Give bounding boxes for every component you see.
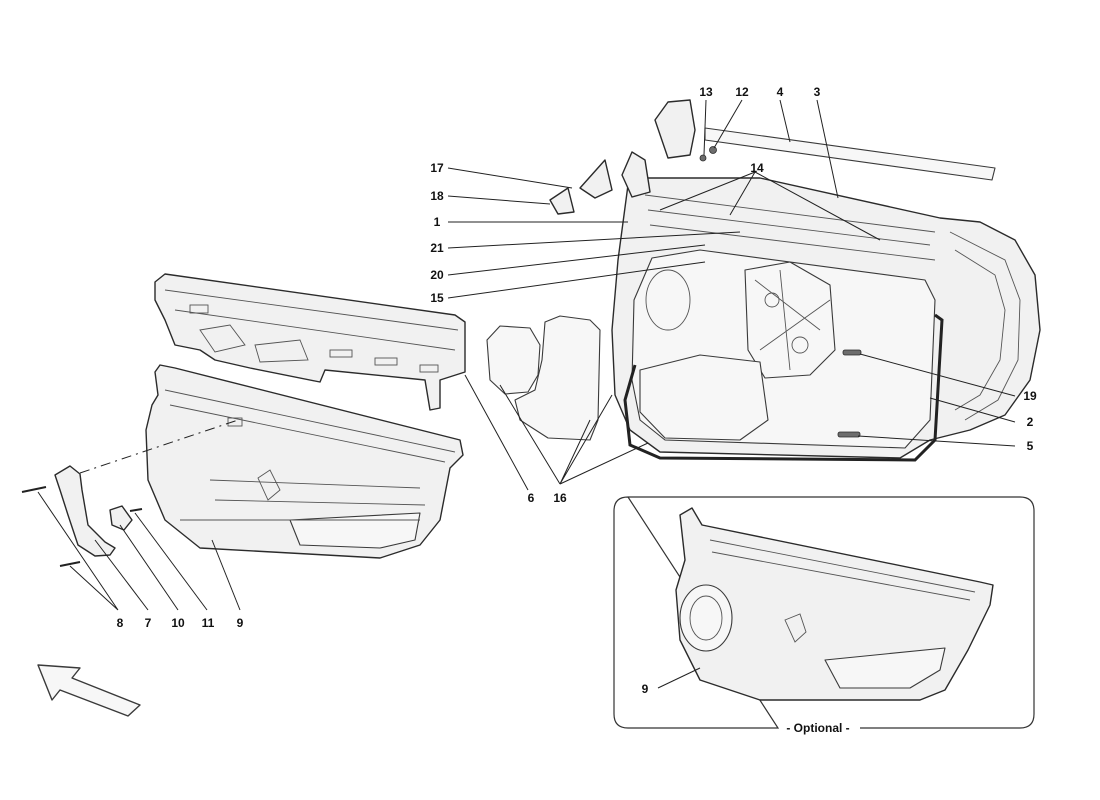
callout-5: 5 [1027,439,1034,453]
callout-13: 13 [699,85,713,99]
callout-1: 1 [434,215,441,229]
inner-door-panel [145,364,464,559]
mirror-trim-parts [549,159,613,215]
callout-6: 6 [528,491,535,505]
callout-9: 9 [237,616,244,630]
upper-door-trim [154,273,466,411]
insulation-pads [486,315,601,441]
callout-15: 15 [430,291,444,305]
door-frame-assembly [611,99,1041,462]
handle-components [21,419,239,567]
callout-numbers: 13 12 4 3 14 17 18 1 21 20 15 19 2 5 6 1… [117,85,1037,696]
callout-3: 3 [814,85,821,99]
callout-11: 11 [202,616,215,630]
optional-label: - Optional - [786,721,849,735]
direction-arrow [37,664,141,717]
callout-2: 2 [1027,415,1034,429]
callout-10: 10 [171,616,185,630]
callout-18: 18 [430,189,444,203]
callout-8: 8 [117,616,124,630]
callout-12: 12 [735,85,749,99]
callout-19: 19 [1023,389,1037,403]
leader-lines [37,99,1016,689]
callout-16: 16 [553,491,567,505]
callout-20: 20 [430,268,444,282]
callout-21: 21 [430,241,444,255]
callout-17: 17 [430,161,444,175]
callout-9-optional: 9 [642,682,649,696]
optional-inset: - Optional - [613,496,1035,735]
callout-14: 14 [750,161,764,175]
callout-7: 7 [145,616,152,630]
callout-4: 4 [777,85,784,99]
